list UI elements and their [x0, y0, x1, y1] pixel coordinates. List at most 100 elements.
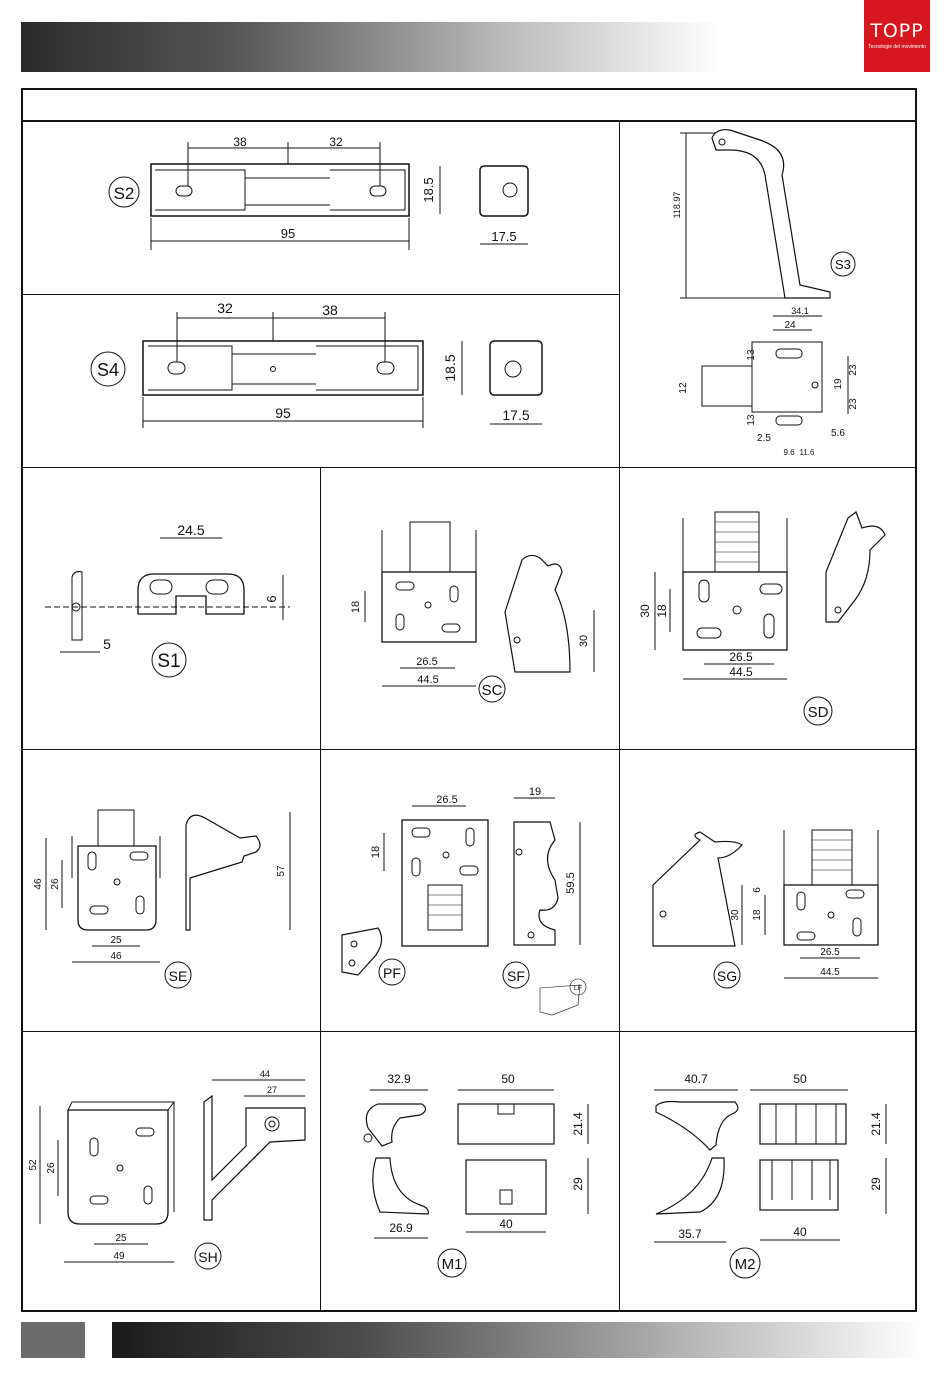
s3-dim-b3: 11.6: [800, 448, 816, 457]
sd-label: SD: [808, 704, 829, 721]
s3-slot: [775, 348, 803, 359]
m1-upper-notch: [497, 1103, 515, 1115]
s3-dim-b2: 9.6: [783, 448, 795, 457]
m1-dim-b-text: 50: [501, 1072, 515, 1086]
sh-plate: [67, 1109, 169, 1225]
pf-sf-drawing: 26.5 18 PF 19 59.5 SF LF: [341, 786, 587, 1016]
sf-hole: [527, 931, 535, 939]
pf-dim-h-text: 18: [370, 846, 382, 858]
s2-slot-left: [175, 185, 193, 197]
se-dim-side-text: 57: [276, 865, 287, 877]
s3-hole: [718, 138, 726, 146]
pf-hole: [442, 851, 450, 859]
sg-side-profile: [652, 831, 743, 947]
sc-drawing: 18 26.5 44.5 30 SC: [350, 521, 595, 703]
s2-side-view: [479, 165, 529, 217]
pf-slot: [465, 827, 475, 847]
m1-dim-c-text: 21.4: [571, 1112, 585, 1136]
s3-dim-w1-text: 34.1: [791, 306, 809, 316]
m2-upper-ribs: [775, 1104, 837, 1144]
m1-dim-d-text: 29: [571, 1177, 585, 1191]
sc-slot: [395, 613, 405, 631]
sh-slot: [89, 1195, 109, 1205]
s2-drawing: S2 38 32 95 18.5 17.5: [108, 135, 529, 250]
pf-dim-w-text: 26.5: [436, 794, 457, 806]
s1-slot-left: [149, 579, 173, 595]
s2-inner: [155, 169, 406, 211]
sf-dim-h-text: 59.5: [565, 872, 577, 893]
se-dim-h2-text: 26: [50, 878, 61, 890]
sg-dim-h1: 6: [752, 887, 763, 893]
sg-label: SG: [717, 968, 737, 984]
se-tab: [97, 809, 135, 847]
pf-slot: [411, 857, 421, 877]
s3-dim-b4: 5.6: [831, 428, 845, 439]
topp-logo: TOPP Tecnologie del movimento: [864, 0, 930, 72]
sd-slot: [759, 583, 783, 595]
s2-slot-right: [369, 185, 387, 197]
sf-label: SF: [507, 968, 525, 984]
sh-dim-w1-text: 25: [115, 1233, 127, 1244]
sg-dim-w1-text: 26.5: [820, 947, 840, 958]
s3-label: S3: [835, 257, 851, 272]
s3-dim-v1: 13: [746, 349, 757, 361]
s4-drawing: S4 32 38 95 18.5 17.5: [90, 300, 543, 428]
sg-dim-h3-text: 30: [730, 909, 741, 921]
s2-dim-b: 32: [329, 135, 343, 149]
sh-dim-t2-text: 27: [267, 1085, 277, 1095]
sh-plate-top: [67, 1101, 175, 1111]
pf-window: [427, 884, 463, 931]
sg-tab: [811, 829, 853, 886]
sf-dim-w-text: 19: [529, 786, 541, 798]
sc-slot: [395, 581, 415, 591]
s3-slot: [775, 415, 803, 426]
s1-dim-h-text: 6: [264, 595, 279, 602]
m1-lower-jaw: [372, 1157, 429, 1215]
s3-dim-v5: 23: [848, 364, 859, 376]
s3-bracket-side: [711, 129, 831, 299]
se-hole: [113, 878, 121, 886]
s3-label-circle: [830, 251, 856, 277]
sd-dim-w1-text: 26.5: [729, 650, 753, 664]
pf-window-lines: [428, 894, 462, 916]
se-drawing: 46 26 25 46 57 SE: [33, 809, 291, 989]
sc-slot: [441, 623, 461, 633]
sg-slot: [845, 889, 865, 899]
lf-label-circle: [569, 978, 587, 996]
sh-slot: [89, 1137, 99, 1157]
sc-side-profile: [504, 554, 571, 673]
sg-slot: [796, 931, 816, 941]
sd-tab-lines: [715, 521, 759, 563]
s3-dim-w2-text: 24: [784, 320, 796, 331]
s3-drawing: 118.97 S3 34.1 24 13 12 13 19 23 23 2.5 …: [672, 129, 859, 457]
s4-dim-len-text: 95: [275, 405, 291, 421]
s2-label-circle: [108, 176, 140, 208]
sh-slot: [135, 1127, 155, 1137]
sh-dim-w2-text: 49: [113, 1251, 125, 1262]
sc-tab: [409, 521, 451, 573]
pf-small-hole: [348, 959, 356, 967]
sg-dim-w2-text: 44.5: [820, 967, 840, 978]
sg-hole: [827, 911, 835, 919]
s2-bar: [245, 177, 330, 206]
m1-drawing: 32.9 26.9 50 40 21.4 29 M1: [363, 1072, 589, 1278]
s4-label-circle: [90, 351, 126, 387]
sg-dim-h2-text: 18: [752, 909, 763, 921]
pf-plate: [401, 819, 489, 947]
s1-slot-right: [205, 579, 229, 595]
m1-upper-jaw: [365, 1103, 427, 1147]
sd-dim-h1-text: 30: [638, 604, 652, 618]
s3-hole: [811, 381, 819, 389]
sf-side-profile: [513, 821, 559, 946]
sc-hole: [424, 601, 432, 609]
lf-plate: [539, 984, 581, 1016]
se-label-circle: [164, 961, 192, 989]
m2-lower-ribs: [771, 1160, 831, 1200]
sc-label-circle: [478, 675, 506, 703]
s2-dim-w-text: 17.5: [491, 229, 516, 244]
sc-dim-w2-text: 44.5: [417, 674, 438, 686]
sh-dim-h2-text: 26: [46, 1162, 57, 1174]
sh-side-profile: [203, 1094, 306, 1221]
cell-m2: [619, 1031, 917, 1312]
m2-drawing: 40.7 35.7 50 40 21.4 29 M2: [654, 1072, 887, 1279]
